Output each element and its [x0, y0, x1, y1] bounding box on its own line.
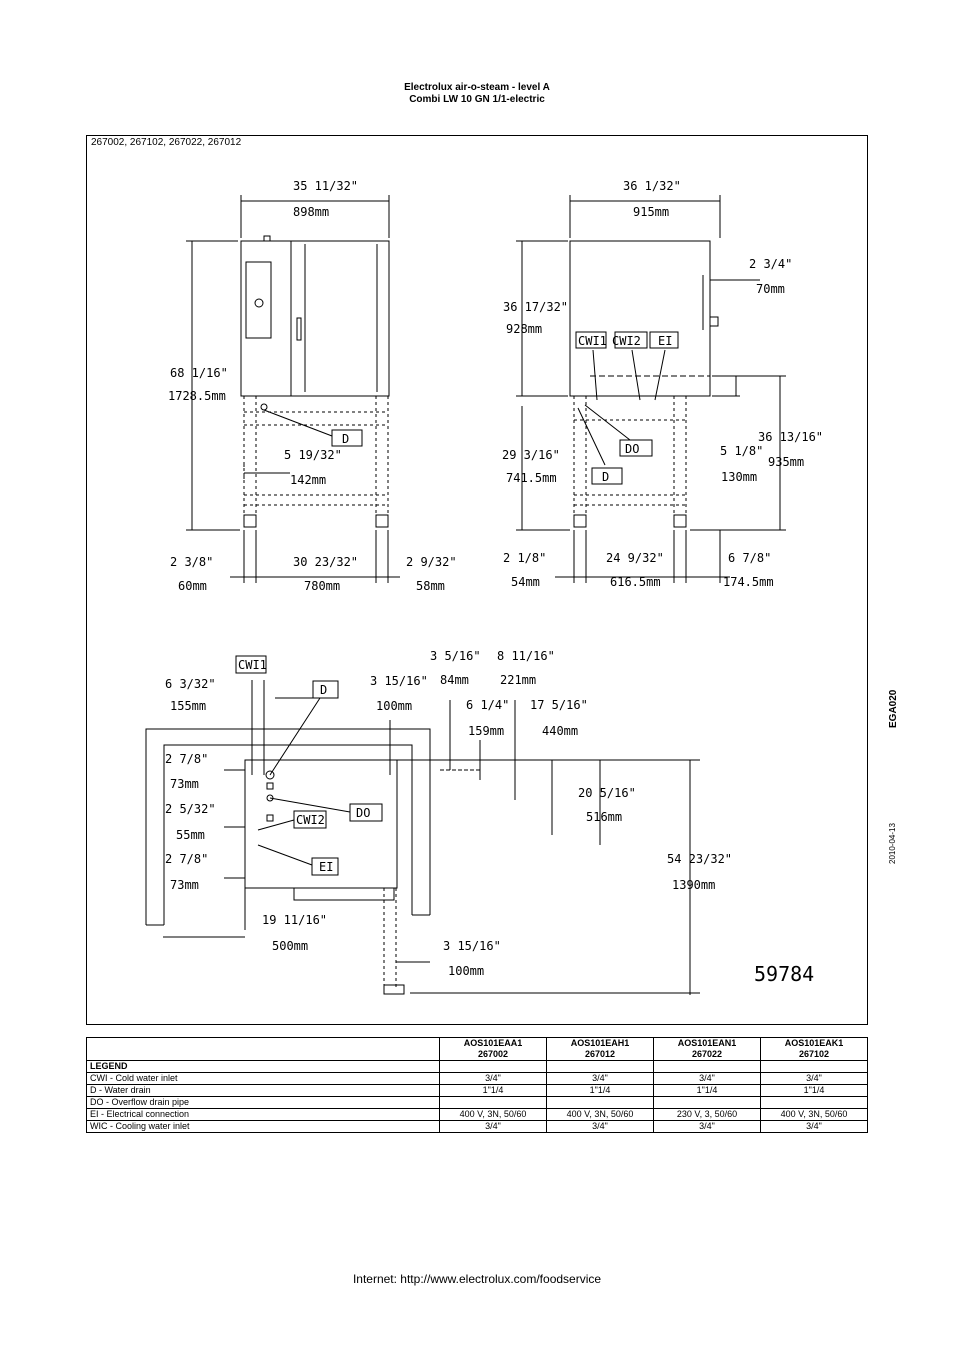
dim-front-d-in: 5 19/32"	[284, 448, 342, 462]
header-title: Electrolux air-o-steam - level A	[404, 82, 550, 93]
tag-do-plan: DO	[356, 806, 370, 820]
dim-plan-i-mm: 73mm	[170, 878, 199, 892]
dim-side-w-in: 36 1/32"	[623, 179, 681, 193]
dim-plan-c-mm: 84mm	[440, 673, 469, 687]
dim-side-t-in: 2 3/4"	[749, 257, 792, 271]
dim-front-d-mm: 142mm	[290, 473, 326, 487]
dim-plan-d-mm: 221mm	[500, 673, 536, 687]
dim-plan-k-in: 54 23/32"	[667, 852, 732, 866]
dim-plan-b-mm: 100mm	[376, 699, 412, 713]
dim-side-m-in: 24 9/32"	[606, 551, 664, 565]
tag-cwi1-plan: CWI1	[238, 658, 267, 672]
dim-plan-f-mm: 440mm	[542, 724, 578, 738]
dim-side-s-in: 5 1/8"	[720, 444, 763, 458]
tag-cwi2: CWI2	[612, 334, 641, 348]
front-view	[186, 195, 400, 583]
dim-front-h-mm: 1728.5mm	[168, 389, 226, 403]
dim-plan-m-in: 3 15/16"	[443, 939, 501, 953]
dim-plan-h-mm: 55mm	[176, 828, 205, 842]
dim-plan-e-mm: 159mm	[468, 724, 504, 738]
dim-front-l-mm: 60mm	[178, 579, 207, 593]
footer-link[interactable]: Internet: http://www.electrolux.com/food…	[352, 1272, 602, 1286]
dim-side-b-mm: 741.5mm	[506, 471, 557, 485]
tag-ei-plan: EI	[319, 860, 333, 874]
dim-plan-h-in: 2 5/32"	[165, 802, 216, 816]
dim-side-t-mm: 70mm	[756, 282, 785, 296]
tag-cwi2-plan: CWI2	[296, 813, 325, 827]
dim-front-m-mm: 780mm	[304, 579, 340, 593]
dim-plan-l-mm: 500mm	[272, 939, 308, 953]
dim-front-l-in: 2 3/8"	[170, 555, 213, 569]
dim-plan-a-mm: 155mm	[170, 699, 206, 713]
side-view	[516, 195, 786, 583]
dim-side-s-mm: 130mm	[721, 470, 757, 484]
tag-d-front: D	[342, 432, 349, 446]
dim-front-h-in: 68 1/16"	[170, 366, 228, 380]
dim-side-m-mm: 616.5mm	[610, 575, 661, 589]
dim-side-b-in: 29 3/16"	[502, 448, 560, 462]
models-line: 267002, 267102, 267022, 267012	[91, 137, 242, 148]
header-subtitle: Combi LW 10 GN 1/1-electric	[409, 94, 545, 105]
dim-side-l-in: 2 1/8"	[503, 551, 546, 565]
tag-do-side: DO	[625, 442, 639, 456]
dim-plan-j-mm: 516mm	[586, 810, 622, 824]
dim-side-rr-in: 6 7/8"	[728, 551, 771, 565]
dim-plan-k-mm: 1390mm	[672, 878, 715, 892]
dim-side-rr-mm: 174.5mm	[723, 575, 774, 589]
dim-plan-i-in: 2 7/8"	[165, 852, 208, 866]
dim-plan-a-in: 6 3/32"	[165, 677, 216, 691]
dim-side-r-mm: 935mm	[768, 455, 804, 469]
dim-front-r-mm: 58mm	[416, 579, 445, 593]
dim-plan-b-in: 3 15/16"	[370, 674, 428, 688]
tag-d-plan: D	[320, 683, 327, 697]
table-row: DO - Overflow drain pipe	[86, 1096, 868, 1109]
dim-plan-g-mm: 73mm	[170, 777, 199, 791]
dim-plan-d-in: 8 11/16"	[497, 649, 555, 663]
tag-cwi1: CWI1	[578, 334, 607, 348]
legend-title: LEGEND	[86, 1060, 440, 1073]
dim-plan-f-in: 17 5/16"	[530, 698, 588, 712]
drawing-frame	[86, 135, 868, 1025]
tag-ei: EI	[658, 334, 672, 348]
drawing-number: 59784	[754, 962, 814, 986]
dim-side-h-mm: 928mm	[506, 322, 542, 336]
dim-side-h-in: 36 17/32"	[503, 300, 568, 314]
table-row: CWI - Cold water inlet 3/4"3/4"3/4"3/4"	[86, 1072, 868, 1085]
dim-front-r-in: 2 9/32"	[406, 555, 457, 569]
dim-plan-l-in: 19 11/16"	[262, 913, 327, 927]
dim-front-w-in: 35 11/32"	[293, 179, 358, 193]
document-header: Electrolux air-o-steam - level A Combi L…	[0, 82, 954, 106]
dim-plan-e-in: 6 1/4"	[466, 698, 509, 712]
tag-d-side: D	[602, 470, 609, 484]
table-row: EI - Electrical connection 400 V, 3N, 50…	[86, 1108, 868, 1121]
dim-side-r-in: 36 13/16"	[758, 430, 823, 444]
dim-side-l-mm: 54mm	[511, 575, 540, 589]
table-row: WIC - Cooling water inlet 3/4"3/4"3/4"3/…	[86, 1120, 868, 1133]
dim-front-m-in: 30 23/32"	[293, 555, 358, 569]
dim-plan-m-mm: 100mm	[448, 964, 484, 978]
dim-plan-j-in: 20 5/16"	[578, 786, 636, 800]
dim-plan-g-in: 2 7/8"	[165, 752, 208, 766]
legend-title-row: LEGEND	[86, 1060, 868, 1073]
dim-side-w-mm: 915mm	[633, 205, 669, 219]
dim-plan-c-in: 3 5/16"	[430, 649, 481, 663]
dim-front-w-mm: 898mm	[293, 205, 329, 219]
plan-view	[145, 680, 700, 995]
